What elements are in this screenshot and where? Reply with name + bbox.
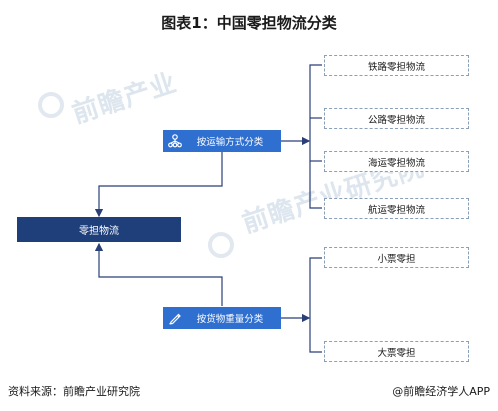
leaf-small-ticket: 小票零担 bbox=[324, 247, 469, 268]
root-node: 零担物流 bbox=[17, 217, 181, 242]
watermark-logo bbox=[208, 232, 234, 258]
category-weight-node: 按货物重量分类 bbox=[163, 307, 281, 329]
connector-cat2-root bbox=[94, 242, 223, 306]
connector-cat1-root bbox=[94, 152, 223, 218]
leaf-large-ticket: 大票零担 bbox=[324, 341, 469, 362]
leaf-road: 公路零担物流 bbox=[324, 108, 469, 129]
diagram-title: 图表1：中国零担物流分类 bbox=[161, 14, 337, 32]
pen-icon bbox=[163, 307, 187, 329]
bracket-transport bbox=[309, 64, 322, 209]
category-label: 按运输方式分类 bbox=[196, 137, 264, 148]
source-note: 资料来源：前瞻产业研究院 bbox=[8, 385, 140, 398]
credit-note: @前瞻经济学人APP bbox=[392, 385, 490, 398]
network-icon bbox=[163, 130, 187, 152]
bracket-weight bbox=[309, 257, 322, 353]
leaf-air: 航运零担物流 bbox=[324, 198, 469, 219]
leaf-sea: 海运零担物流 bbox=[324, 151, 469, 172]
category-transport-node: 按运输方式分类 bbox=[163, 130, 281, 152]
leaf-rail: 铁路零担物流 bbox=[324, 55, 469, 76]
watermark-logo bbox=[38, 92, 64, 118]
category-label: 按货物重量分类 bbox=[196, 314, 264, 325]
